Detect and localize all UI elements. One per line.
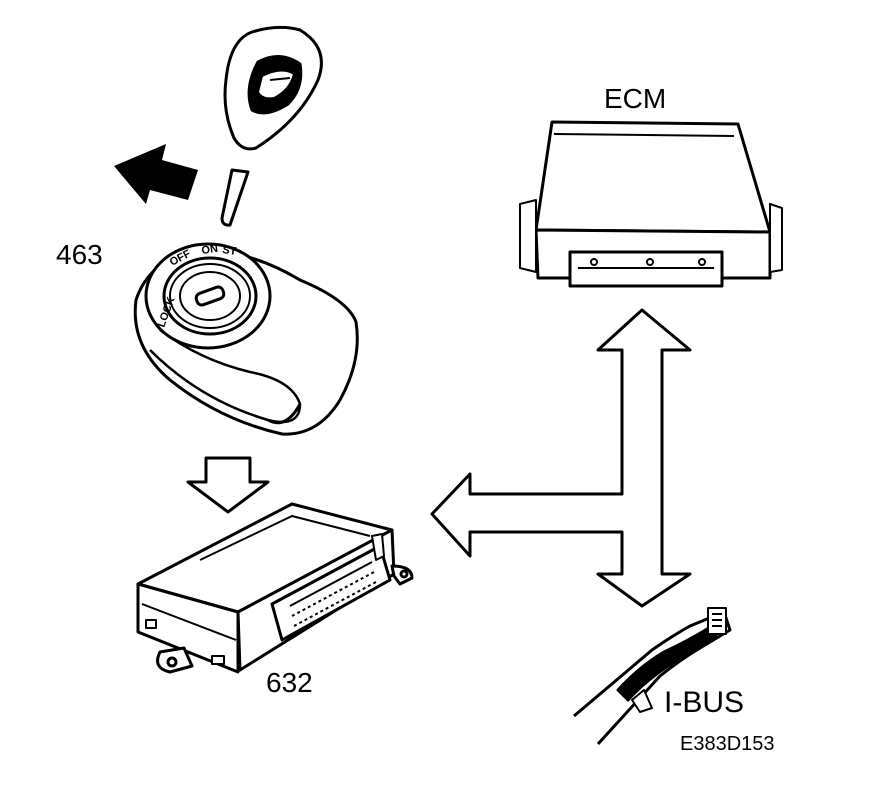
- ecm-label: ECM: [604, 83, 666, 114]
- key-icon: [220, 25, 323, 227]
- figure-code-label: E383D153: [680, 733, 775, 755]
- switch-start-label: ST: [222, 244, 238, 258]
- control-module-icon: [136, 502, 414, 674]
- switch-on-label: ON: [201, 243, 219, 257]
- bus-communication-arrows: [430, 308, 692, 608]
- switch-to-module-arrow: [186, 456, 270, 514]
- control-module-ref-label: 632: [266, 667, 313, 698]
- ignition-switch-ref-label: 463: [56, 239, 103, 270]
- ignition-switch-icon: [133, 242, 359, 436]
- ibus-cable-icon: [573, 607, 732, 746]
- ibus-label: I-BUS: [664, 686, 744, 719]
- ecm-icon: [519, 120, 783, 288]
- remove-key-arrow: [114, 144, 198, 204]
